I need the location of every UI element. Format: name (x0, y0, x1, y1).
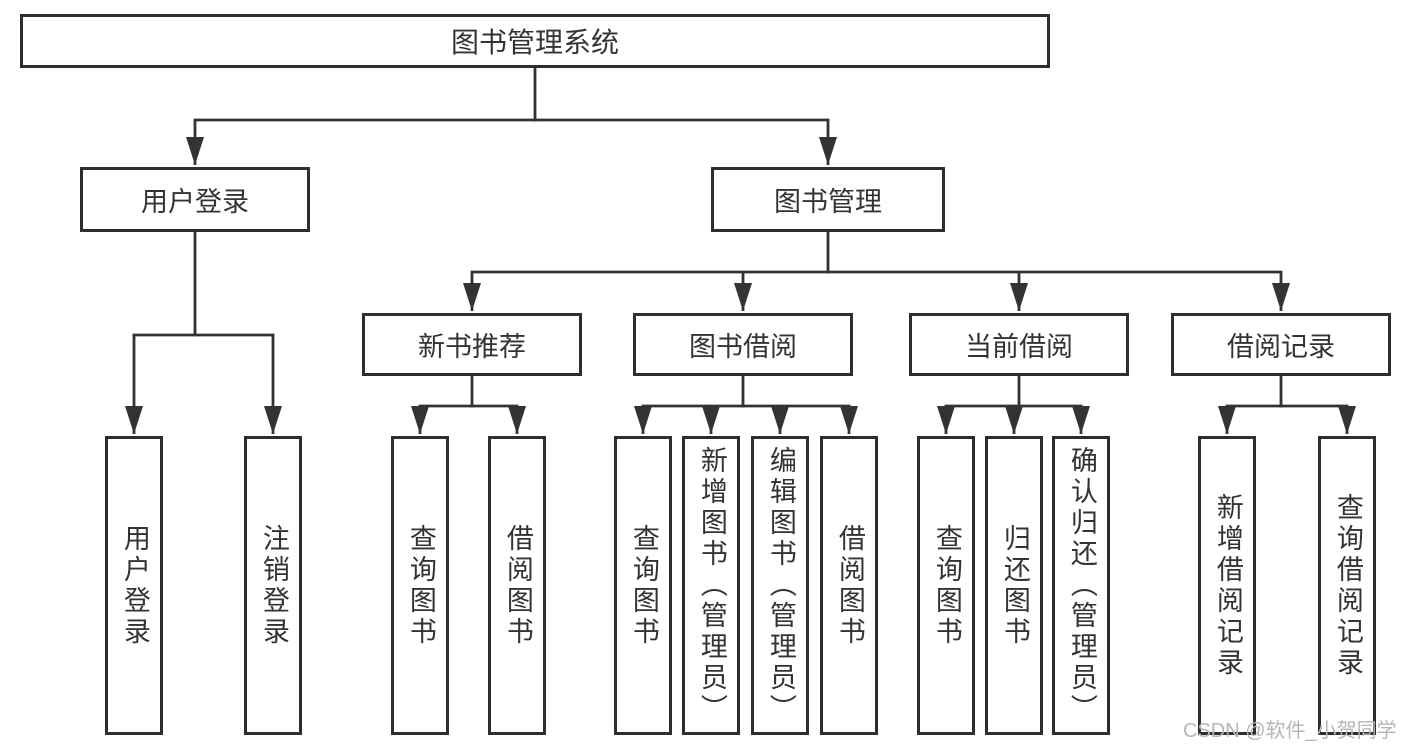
node-label: 当前借阅 (965, 332, 1073, 362)
leaf-label: 用户登录 (119, 523, 150, 648)
node-label: 借阅记录 (1227, 332, 1335, 362)
leaf-label: 新增图书（管理员） (696, 446, 727, 725)
csdn-watermark: CSDN @软件_小贺同学 (1183, 720, 1397, 742)
leaf-label: 新增借阅记录 (1212, 492, 1243, 679)
leaf-confirm-return-admin: 确认归还（管理员） (1052, 436, 1110, 735)
leaf-label: 查询图书 (628, 523, 659, 648)
leaf-borrow-book: 借阅图书 (820, 436, 878, 735)
leaf-label: 借阅图书 (834, 523, 865, 648)
leaf-label: 编辑图书（管理员） (765, 446, 796, 725)
leaf-query-book-current: 查询图书 (917, 436, 975, 735)
leaf-query-borrow-record: 查询借阅记录 (1318, 436, 1376, 735)
node-label: 用户登录 (141, 187, 249, 217)
node-label: 图书借阅 (689, 332, 797, 362)
node-label: 图书管理 (774, 187, 882, 217)
leaf-add-book-admin: 新增图书（管理员） (682, 436, 740, 735)
node-book-management: 图书管理 (711, 167, 945, 232)
node-current-borrow: 当前借阅 (909, 313, 1129, 376)
leaf-query-book-borrow: 查询图书 (614, 436, 672, 735)
leaf-borrow-book-recommend: 借阅图书 (488, 436, 546, 735)
leaf-label: 注销登录 (258, 523, 289, 648)
node-book-borrow: 图书借阅 (633, 313, 853, 376)
node-label: 图书管理系统 (450, 27, 619, 58)
leaf-label: 查询借阅记录 (1332, 492, 1363, 679)
leaf-label: 查询图书 (405, 523, 436, 648)
leaf-label: 查询图书 (931, 523, 962, 648)
leaf-add-borrow-record: 新增借阅记录 (1198, 436, 1256, 735)
leaf-logout: 注销登录 (244, 436, 302, 735)
leaf-edit-book-admin: 编辑图书（管理员） (751, 436, 809, 735)
leaf-query-book-recommend: 查询图书 (391, 436, 449, 735)
leaf-return-book: 归还图书 (985, 436, 1043, 735)
node-label: 新书推荐 (418, 332, 526, 362)
node-user-login: 用户登录 (80, 167, 310, 232)
node-borrow-records: 借阅记录 (1171, 313, 1391, 376)
node-new-book-recommend: 新书推荐 (362, 313, 582, 376)
leaf-label: 确认归还（管理员） (1066, 446, 1097, 725)
leaf-user-login: 用户登录 (105, 436, 163, 735)
leaf-label: 借阅图书 (502, 523, 533, 648)
node-root-system: 图书管理系统 (20, 14, 1050, 68)
leaf-label: 归还图书 (999, 523, 1030, 648)
